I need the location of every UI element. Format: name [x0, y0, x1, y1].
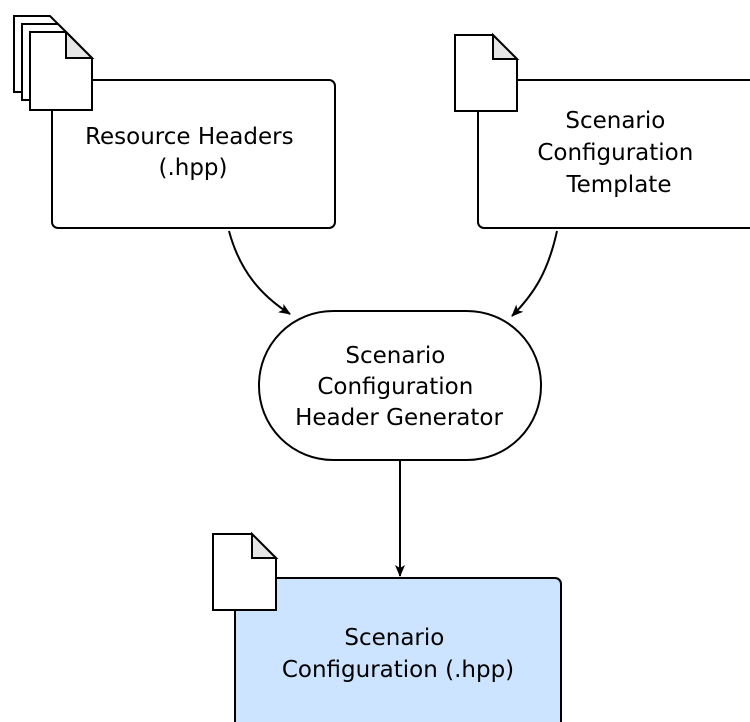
output-line-2: Configuration (.hpp) — [282, 657, 514, 683]
output-box — [234, 577, 562, 722]
document-icon — [454, 32, 520, 112]
generator-label: Scenario Configuration Header Generator — [295, 343, 503, 431]
template-line-1: Scenario — [565, 108, 665, 134]
resource-headers-box — [51, 79, 336, 229]
edge-resource-headers-to-generator — [228, 230, 291, 315]
resource-headers-node: Resource Headers (.hpp) — [13, 15, 336, 229]
resource-headers-line-1: Resource Headers — [85, 124, 294, 150]
edge-template-to-generator — [511, 230, 558, 317]
output-node: Scenario Configuration (.hpp) — [212, 531, 562, 722]
resource-headers-label: Resource Headers (.hpp) — [85, 124, 301, 181]
output-label: Scenario Configuration (.hpp) — [282, 625, 514, 683]
output-document-icon — [212, 531, 279, 611]
template-label: Scenario Configuration Template — [537, 108, 700, 198]
generator-line-1: Scenario — [345, 343, 445, 369]
template-line-3: Template — [566, 172, 672, 198]
template-box — [477, 79, 750, 229]
multi-document-icon — [13, 15, 95, 111]
generator-node: Scenario Configuration Header Generator — [258, 310, 542, 461]
generator-line-2: Configuration — [317, 374, 473, 400]
template-node: Scenario Configuration Template — [454, 32, 750, 229]
output-line-1: Scenario — [344, 625, 444, 651]
generator-line-3: Header Generator — [295, 405, 503, 431]
generator-box — [258, 310, 542, 461]
template-line-2: Configuration — [537, 140, 693, 166]
resource-headers-line-2: (.hpp) — [158, 155, 227, 181]
